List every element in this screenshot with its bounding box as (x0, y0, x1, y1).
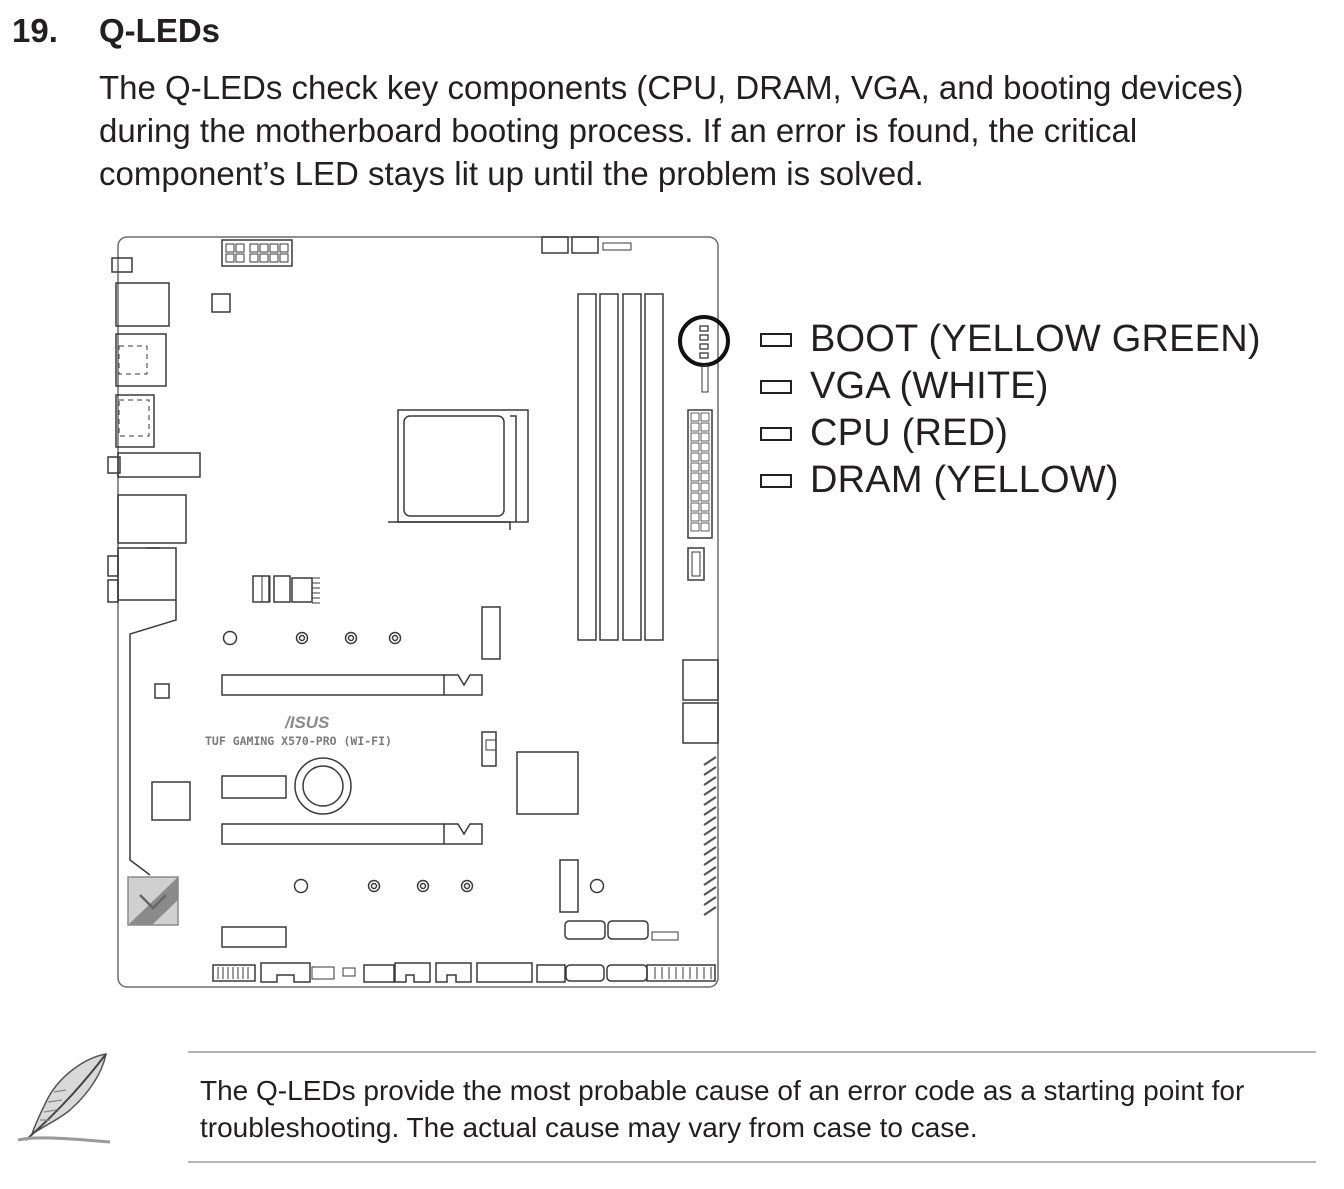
legend-item-boot: BOOT (YELLOW GREEN) (760, 316, 1261, 363)
note-divider-top (188, 1051, 1316, 1053)
section-number: 19. (12, 12, 58, 49)
quill-icon (17, 1053, 111, 1144)
cpu-power-connector (221, 239, 293, 267)
legend-label-cpu: CPU (RED) (810, 412, 1009, 454)
section-title: Q-LEDs (99, 12, 221, 49)
q-led-legend: BOOT (YELLOW GREEN) VGA (WHITE) CPU (RED… (760, 316, 1261, 504)
motherboard-diagram: /ISUS TUF GAMING X570-PRO (WI-FI) (107, 236, 730, 988)
legend-label-vga: VGA (WHITE) (810, 365, 1049, 407)
led-vga-icon (760, 379, 792, 394)
led-cpu-icon (760, 426, 792, 441)
pcie-slot-1 (221, 674, 483, 696)
note-text: The Q-LEDs provide the most probable cau… (200, 1075, 1245, 1143)
legend-item-cpu: CPU (RED) (760, 410, 1261, 457)
tuf-logo (127, 876, 179, 926)
cpu-socket (388, 409, 529, 530)
legend-label-dram: DRAM (YELLOW) (810, 459, 1119, 501)
pcie-slot-2 (221, 823, 483, 845)
board-brand-logo: /ISUS (284, 713, 330, 732)
led-boot-icon (760, 332, 792, 347)
note-divider-bottom (188, 1161, 1316, 1163)
legend-item-vga: VGA (WHITE) (760, 363, 1261, 410)
board-model-label: TUF GAMING X570-PRO (WI-FI) (205, 734, 392, 748)
led-dram-icon (760, 473, 792, 488)
dimm-slots (577, 293, 664, 641)
cmos-battery (294, 757, 352, 815)
q-led-cluster (678, 315, 730, 393)
legend-label-boot: BOOT (YELLOW GREEN) (810, 318, 1261, 360)
section-body: The Q-LEDs check key components (CPU, DR… (99, 69, 1244, 192)
legend-item-dram: DRAM (YELLOW) (760, 457, 1261, 504)
bottom-headers (212, 962, 716, 983)
atx-power-connector (687, 409, 713, 539)
